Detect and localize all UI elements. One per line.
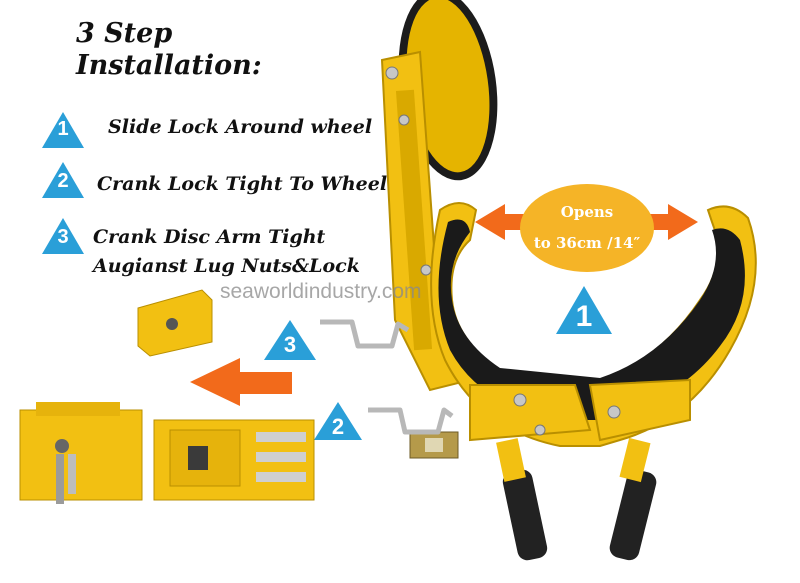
marker-2-triangle-icon	[314, 402, 362, 440]
opening-bubble-line-2: to 36cm /14″	[533, 234, 641, 252]
step-1-triangle-icon	[42, 112, 84, 148]
step-2-number: 2	[57, 170, 69, 192]
lock-box-closeup-top	[137, 289, 213, 357]
step-2-triangle-icon	[42, 162, 84, 198]
clamp-handles	[496, 437, 657, 561]
step-1-text: Slide Lock Around wheel	[108, 116, 373, 138]
lock-box-closeup-right	[153, 419, 315, 501]
installation-title: 3 Step Installation:	[76, 18, 262, 82]
lock-box-closeup-left	[19, 402, 143, 504]
marker-3-number: 3	[283, 332, 297, 357]
marker-2-number: 2	[331, 414, 345, 439]
lock-mechanism	[409, 431, 459, 459]
title-line-1: 3 Step	[76, 18, 173, 49]
opening-bubble	[520, 184, 654, 272]
step-1-number: 1	[57, 118, 69, 140]
clamp-body	[430, 202, 757, 447]
crank-rod-3	[320, 319, 410, 349]
marker-1-number: 1	[575, 300, 593, 333]
watermark-text: seaworldindustry.com	[220, 280, 422, 303]
step-2-text: Crank Lock Tight To Wheel	[97, 173, 388, 195]
marker-1-triangle-icon	[556, 286, 612, 334]
step-3-number: 3	[57, 226, 69, 248]
step-3-text-line-1: Crank Disc Arm Tight	[93, 226, 326, 248]
title-line-2: Installation:	[76, 50, 262, 81]
big-left-arrow-icon	[190, 358, 292, 406]
marker-3-triangle-icon	[264, 320, 316, 360]
opening-arrows	[475, 204, 698, 240]
crank-rod-2	[368, 407, 454, 435]
opening-bubble-line-1: Opens	[560, 203, 614, 221]
step-3-triangle-icon	[42, 218, 84, 254]
step-3-text-line-2: Augianst Lug Nuts&Lock	[93, 255, 360, 277]
